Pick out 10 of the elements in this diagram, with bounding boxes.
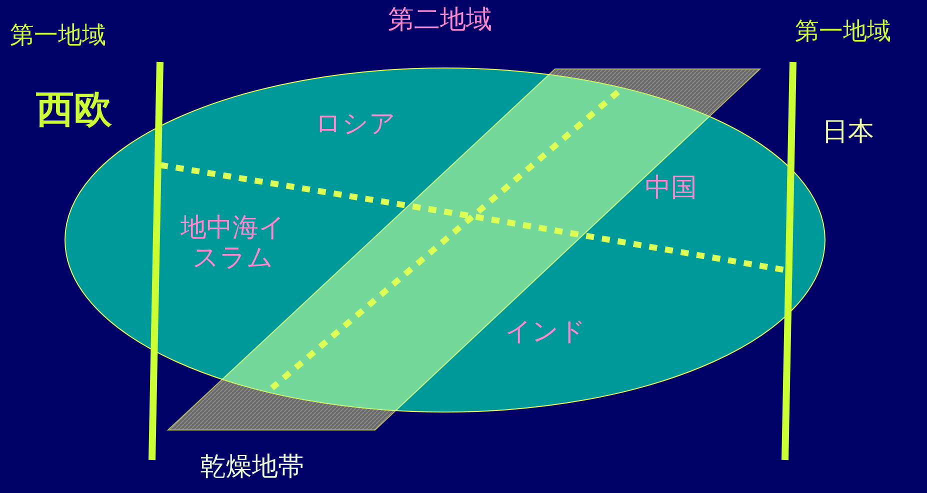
region-label: 第一地域 [795, 18, 891, 46]
area-label: 中国 [645, 174, 697, 204]
region-label: 第二地域 [388, 6, 492, 36]
area-label: 地中海イスラム [180, 214, 286, 274]
area-label: 日本 [822, 118, 874, 148]
area-label: 乾燥地帯 [200, 453, 304, 483]
area-label: ロシア [315, 110, 396, 140]
area-label: インド [505, 318, 586, 348]
area-label: 西欧 [36, 88, 112, 132]
region-label: 第一地域 [10, 22, 106, 50]
